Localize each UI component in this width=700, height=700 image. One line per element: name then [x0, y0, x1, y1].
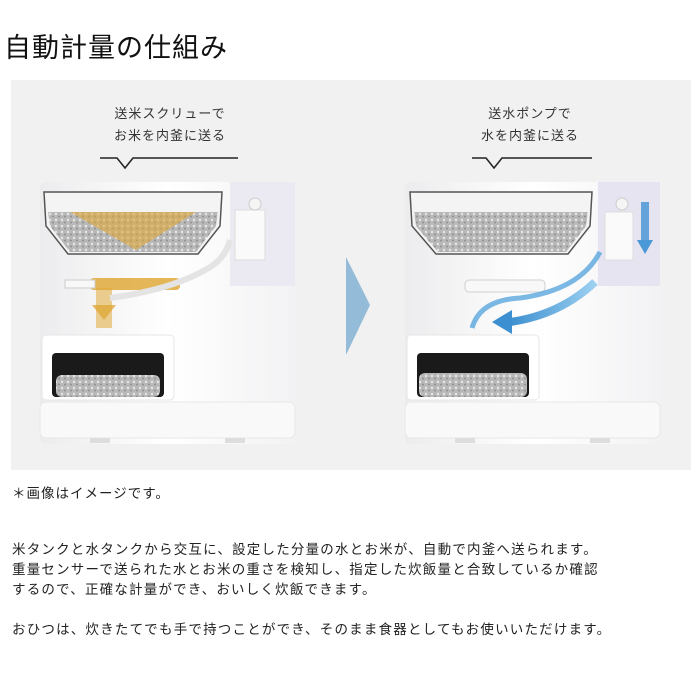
next-step-arrow-icon: [346, 257, 370, 355]
rice-cooker-rice-flow-illustration: [39, 182, 296, 444]
description-paragraph-2: おひつは、炊きたてでも手で持つことができ、そのまま食器としてもお使いいただけます…: [12, 620, 611, 640]
callout-pointer-icon: [100, 157, 238, 170]
rice-cooker-water-flow-illustration: [404, 182, 661, 444]
callout-line-1: 送水ポンプで: [488, 107, 572, 122]
description-line: おひつは、炊きたてでも手で持つことができ、そのまま食器としてもお使いいただけます…: [12, 622, 612, 638]
description-paragraph-1: 米タンクと水タンクから交互に、設定した分量の水とお米が、自動で内釜へ送られます。…: [12, 540, 599, 600]
image-disclaimer: ＊画像はイメージです。: [12, 486, 170, 502]
callout-pointer-icon: [472, 157, 592, 170]
callout-line-1: 送米スクリューで: [114, 107, 226, 122]
description-line: 重量センサーで送られた水とお米の重さを検知し、指定した炊飯量と合致しているか確認: [12, 562, 599, 578]
page-title: 自動計量の仕組み: [4, 33, 228, 64]
rice-screw-callout: 送米スクリューで お米を内釜に送る: [80, 104, 260, 170]
description-line: するので、正確な計量ができ、おいしく炊飯できます。: [12, 582, 377, 598]
description-line: 米タンクと水タンクから交互に、設定した分量の水とお米が、自動で内釜へ送られます。: [12, 542, 598, 558]
callout-line-2: 水を内釜に送る: [480, 129, 579, 144]
water-pump-callout: 送水ポンプで 水を内釜に送る: [440, 104, 620, 170]
callout-line-2: お米を内釜に送る: [113, 129, 226, 144]
